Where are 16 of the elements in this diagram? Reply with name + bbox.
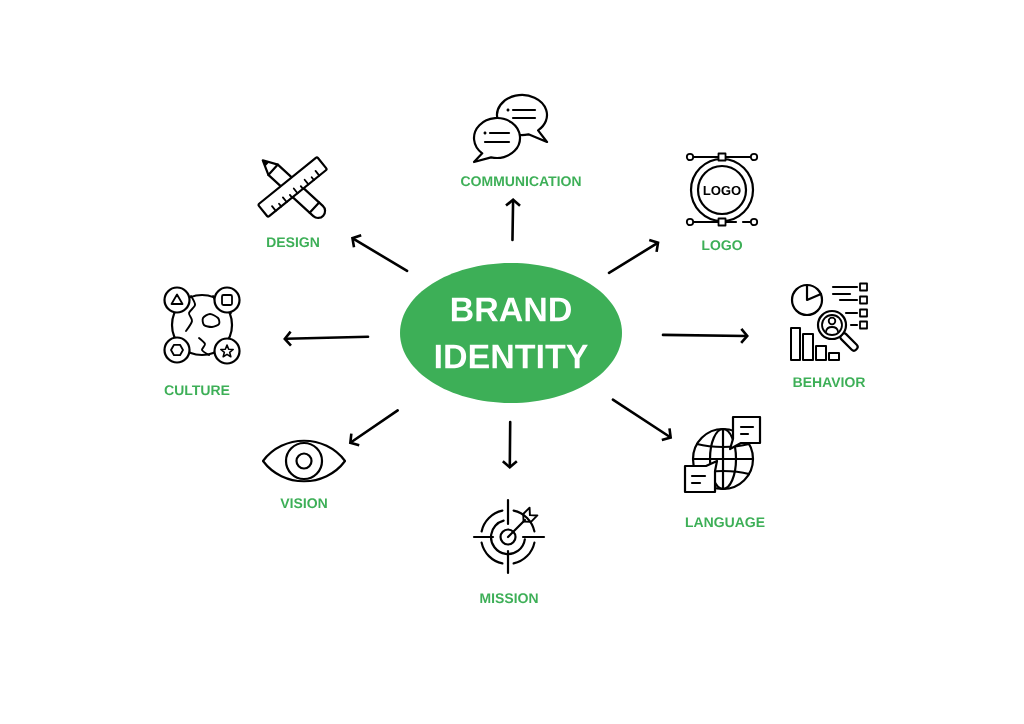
node-label: VISION: [280, 498, 327, 509]
node-label: LOGO: [702, 240, 743, 251]
node-label: MISSION: [480, 593, 538, 604]
arrow: [611, 398, 673, 442]
arrow: [502, 420, 518, 469]
arrow: [607, 238, 660, 275]
arrow: [348, 409, 399, 447]
arrow: [351, 234, 409, 273]
node-label: LANGUAGE: [685, 517, 765, 528]
node-label: COMMUNICATION: [461, 176, 581, 187]
arrow: [283, 330, 370, 347]
node-label: BEHAVIOR: [793, 377, 866, 388]
node-label: DESIGN: [267, 237, 319, 248]
arrow: [505, 198, 521, 242]
arrow: [661, 328, 749, 344]
node-label: CULTURE: [164, 385, 230, 396]
